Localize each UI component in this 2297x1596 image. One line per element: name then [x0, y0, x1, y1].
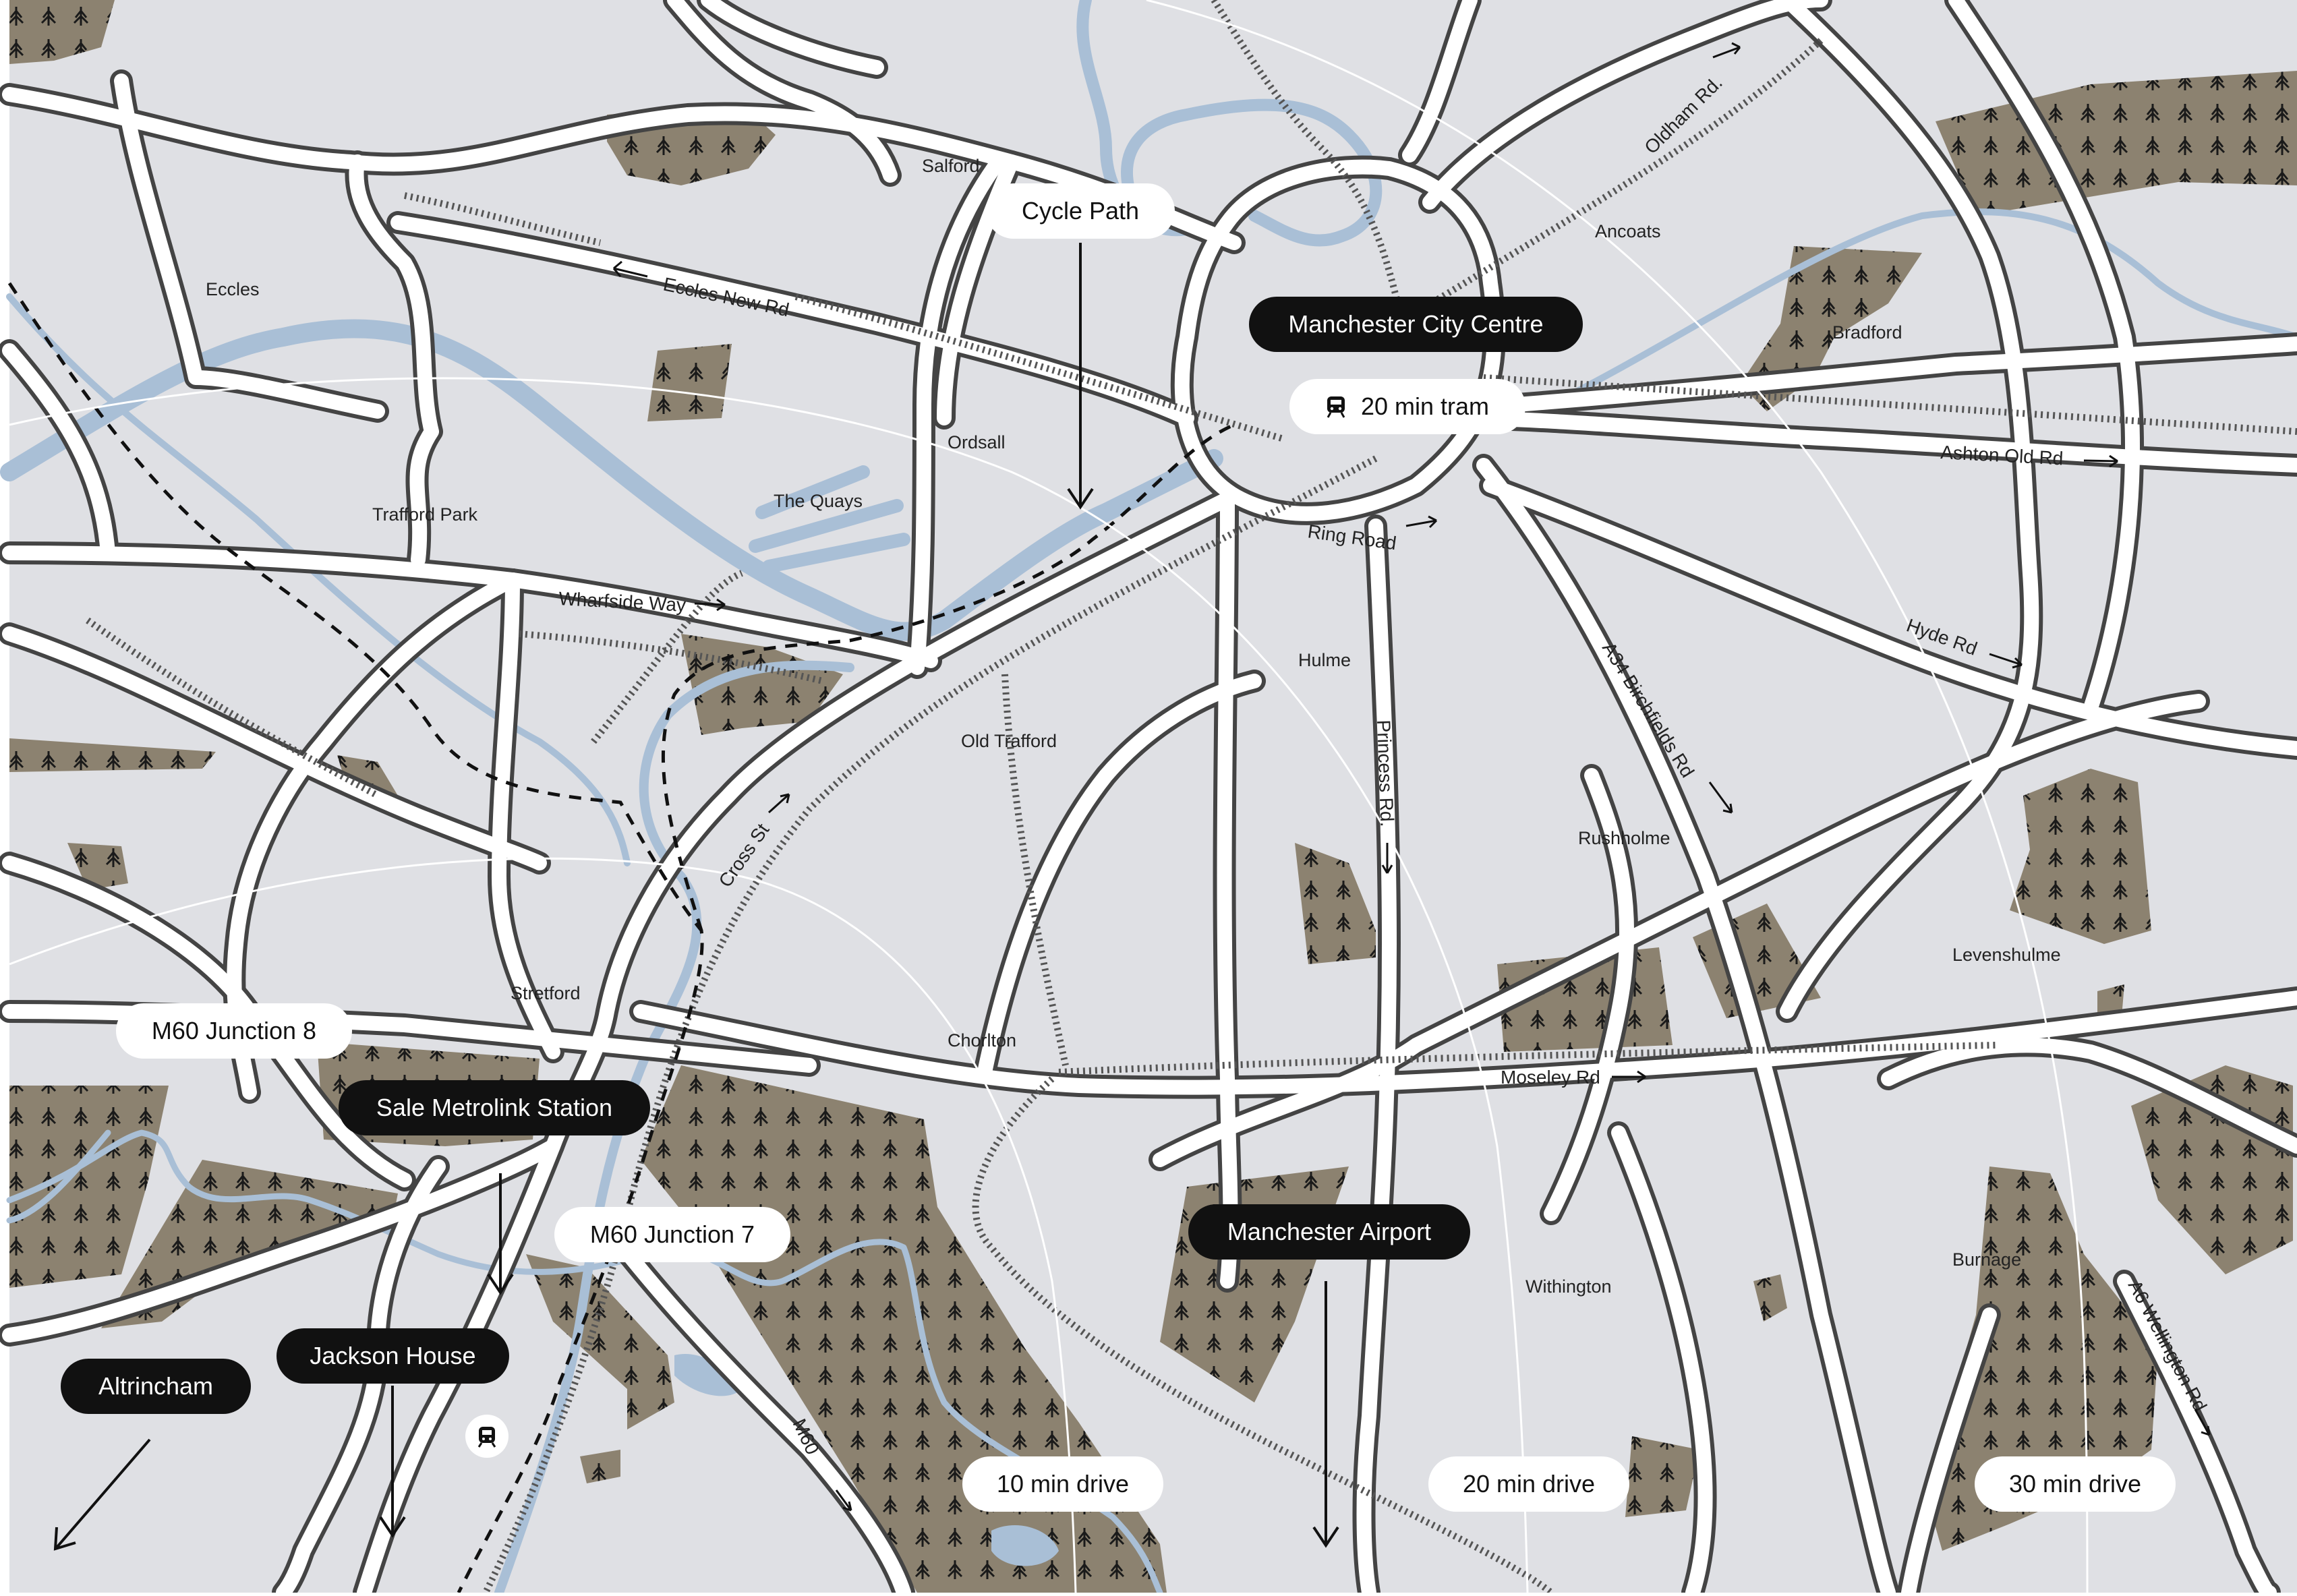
altrincham-callout[interactable]: Altrincham: [61, 1359, 251, 1414]
place-label: Levenshulme: [1952, 945, 2061, 965]
arrow-icon: [1612, 1070, 1646, 1084]
jackson-house-pointer: [379, 1386, 406, 1538]
callout-pointers: [53, 243, 1339, 1551]
sale-metrolink-callout[interactable]: Sale Metrolink Station: [339, 1080, 650, 1135]
irk-river: [1548, 208, 2297, 408]
place-label: Burnage: [1952, 1249, 2021, 1270]
arrow-icon: [767, 793, 790, 814]
park: [1295, 843, 1376, 964]
park: [580, 1450, 620, 1483]
arrow-icon: [2194, 1409, 2211, 1436]
place-label: Hulme: [1298, 650, 1351, 670]
cycle-path-callout[interactable]: Cycle Path: [986, 183, 1175, 239]
place-label: Bradford: [1832, 322, 1902, 343]
tram-time-callout[interactable]: 20 min tram: [1289, 379, 1525, 434]
mersey-west: [6, 1129, 111, 1224]
park: [647, 344, 732, 421]
arrow-icon: [2083, 454, 2118, 468]
place-labels: Salford Eccles Ancoats Bradford Ordsall …: [206, 156, 2061, 1297]
place-label: Ordsall: [948, 432, 1006, 452]
arrow-icon: [1989, 653, 2023, 669]
place-label: Chorlton: [948, 1030, 1016, 1051]
road-label: Moseley Rd: [1501, 1067, 1600, 1088]
ship-canal: [0, 319, 1223, 641]
bridgewater-canal: [494, 660, 854, 1596]
arrow-icon: [612, 260, 648, 278]
place-label: Trafford Park: [372, 504, 478, 525]
railways: [86, 0, 2297, 1595]
park: [9, 738, 216, 772]
m60-junction-8-callout[interactable]: M60 Junction 8: [116, 1003, 352, 1059]
arrow-icon: [694, 598, 726, 612]
park: [1753, 1274, 1787, 1322]
quays-basin: [749, 465, 910, 573]
arrow-icon: [1712, 42, 1741, 59]
tram-icon: [477, 1427, 496, 1448]
drive-20-callout[interactable]: 20 min drive: [1428, 1456, 1629, 1512]
arrow-icon: [1405, 515, 1438, 529]
jackson-house-callout[interactable]: Jackson House: [277, 1328, 509, 1384]
arrow-icon: [835, 1489, 852, 1512]
tram-icon: [1327, 396, 1345, 418]
altrincham-pointer: [53, 1438, 151, 1551]
place-label: Withington: [1525, 1276, 1612, 1297]
park: [2010, 769, 2151, 944]
place-label: Eccles: [206, 279, 260, 299]
m60-junction-7-callout[interactable]: M60 Junction 7: [554, 1207, 790, 1262]
park: [1929, 1166, 2158, 1551]
cycle-path-route: [7, 282, 1235, 1594]
sale-metrolink-pointer: [487, 1173, 514, 1295]
isochrone-arcs: [9, 0, 2089, 1593]
park: [526, 1254, 674, 1429]
cycle-path-pointer: [1067, 243, 1094, 510]
manchester-airport-pointer: [1312, 1281, 1339, 1548]
arrow-icon: [1381, 843, 1393, 874]
place-label: Ancoats: [1595, 221, 1661, 241]
place-label: Salford: [922, 156, 980, 176]
mersey-river: [6, 293, 631, 866]
place-label: Rushholme: [1578, 828, 1670, 848]
park: [1625, 1436, 1699, 1517]
road-label: Princess Rd.: [1373, 719, 1398, 827]
arrow-icon: [1708, 781, 1733, 814]
tram-time-label: 20 min tram: [1360, 392, 1490, 420]
manchester-airport-callout[interactable]: Manchester Airport: [1188, 1204, 1470, 1260]
pond: [674, 1354, 742, 1396]
lake: [991, 1525, 1059, 1566]
park: [9, 0, 115, 64]
drive-10-callout[interactable]: 10 min drive: [962, 1456, 1163, 1512]
place-label: Old Trafford: [961, 731, 1057, 751]
park: [681, 634, 843, 735]
city-centre-callout[interactable]: Manchester City Centre: [1249, 297, 1583, 352]
place-label: Stretford: [511, 983, 581, 1003]
drive-30-callout[interactable]: 30 min drive: [1975, 1456, 2176, 1512]
place-label: The Quays: [774, 491, 863, 511]
tram-stop-marker[interactable]: [465, 1415, 508, 1458]
direction-arrows: [612, 42, 2211, 1512]
